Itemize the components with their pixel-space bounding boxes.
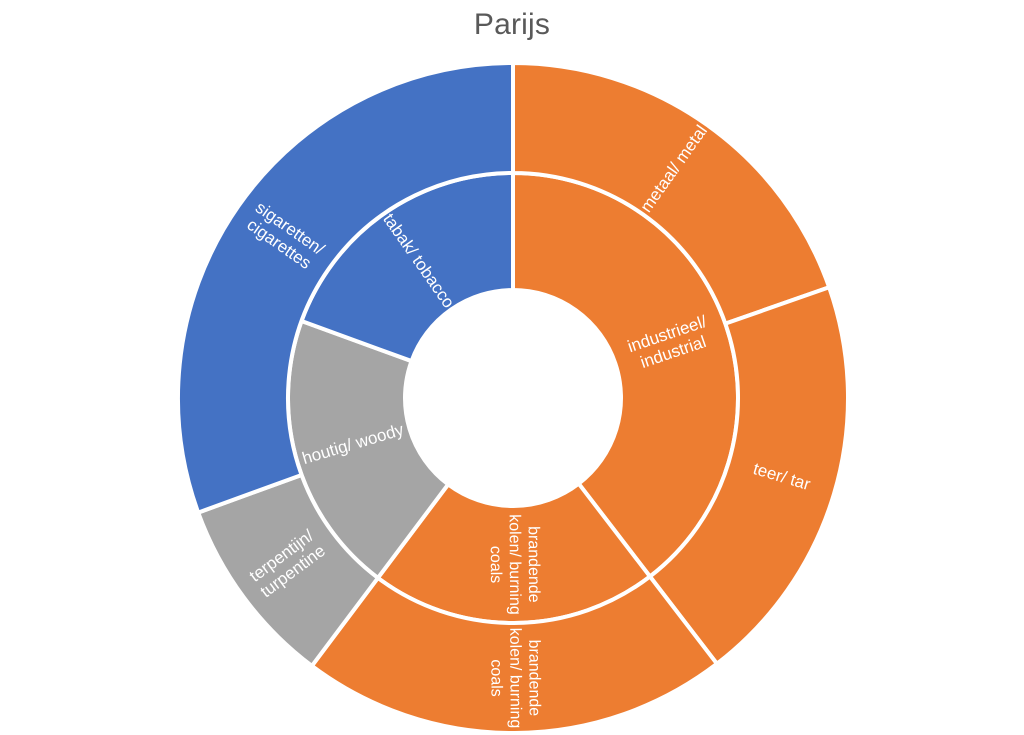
inner-ring-group (286, 171, 740, 625)
sunburst-segment[interactable] (176, 61, 515, 515)
chart-title: Parijs (473, 8, 551, 41)
sunburst-segment[interactable] (309, 574, 719, 735)
sunburst-segment[interactable] (511, 61, 832, 326)
outer-ring-group (176, 61, 850, 735)
sunburst-segment[interactable] (647, 285, 850, 666)
